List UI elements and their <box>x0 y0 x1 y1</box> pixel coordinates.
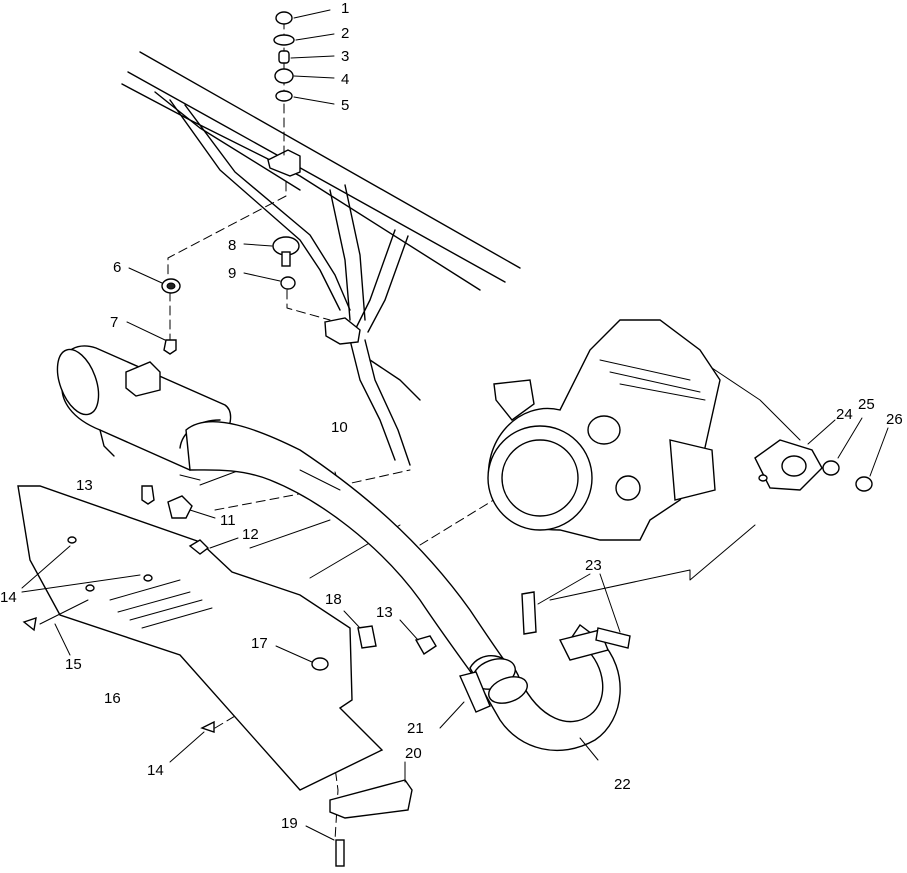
clip-18-icon <box>357 625 377 649</box>
callout-14b: 14 <box>147 762 164 779</box>
callout-12: 12 <box>242 526 259 543</box>
callout-8: 8 <box>228 237 236 254</box>
callout-2: 2 <box>341 25 349 42</box>
bolt-7-icon <box>163 339 177 355</box>
spring-23b-icon <box>595 627 631 649</box>
callout-15: 15 <box>65 656 82 673</box>
hardware-stack <box>273 9 335 105</box>
callout-10: 10 <box>331 419 348 436</box>
callout-13a: 13 <box>76 477 93 494</box>
screw-14-icon <box>200 720 215 733</box>
nut-1-icon <box>275 11 293 25</box>
callout-3: 3 <box>341 48 349 65</box>
callout-21: 21 <box>407 720 424 737</box>
callout-18: 18 <box>325 591 342 608</box>
callout-11: 11 <box>220 512 236 529</box>
bolt-13b-icon <box>414 635 437 655</box>
clip-11-icon <box>167 495 193 519</box>
callout-14a: 14 <box>0 589 17 606</box>
heat-shield <box>17 485 384 791</box>
callout-6: 6 <box>113 259 121 276</box>
upper-fasteners <box>126 236 300 355</box>
screw-15-icon <box>22 616 37 632</box>
callout-22: 22 <box>614 776 631 793</box>
nut-26-icon <box>855 476 873 492</box>
callout-7: 7 <box>110 314 118 331</box>
callout-4: 4 <box>341 71 349 88</box>
callout-25: 25 <box>858 396 875 413</box>
spring-23a-icon <box>521 591 537 635</box>
callout-20: 20 <box>405 745 422 762</box>
callout-17: 17 <box>251 635 268 652</box>
callout-13b: 13 <box>376 604 393 621</box>
callout-9: 9 <box>228 265 236 282</box>
clip-12-icon <box>188 539 210 555</box>
callout-23: 23 <box>585 557 602 574</box>
bushing-3-icon <box>278 50 290 64</box>
washer-25-icon <box>822 460 840 476</box>
callout-5: 5 <box>341 97 349 114</box>
callout-labels: 1 2 3 4 5 6 7 8 9 10 11 12 13 13 14 14 1… <box>0 0 903 832</box>
bolt-19-icon <box>335 839 345 867</box>
grommet-4-icon <box>274 68 294 84</box>
callout-24: 24 <box>836 406 853 423</box>
frame-tubes <box>121 51 521 466</box>
exhaust-flange <box>754 417 889 492</box>
callout-19: 19 <box>281 815 298 832</box>
nut-9-icon <box>280 276 296 290</box>
header-pipe-22 <box>439 573 631 761</box>
small-hardware <box>21 485 437 763</box>
bracket-20 <box>305 761 413 867</box>
bolt-13a-icon <box>141 485 155 505</box>
spring-21-icon <box>459 671 491 713</box>
callout-16: 16 <box>104 690 121 707</box>
callout-26: 26 <box>886 411 903 428</box>
grommet-17-icon <box>311 657 329 671</box>
callout-1: 1 <box>341 0 349 17</box>
washer-2-icon <box>273 34 295 46</box>
washer-5-icon <box>275 90 293 102</box>
engine <box>487 319 721 541</box>
